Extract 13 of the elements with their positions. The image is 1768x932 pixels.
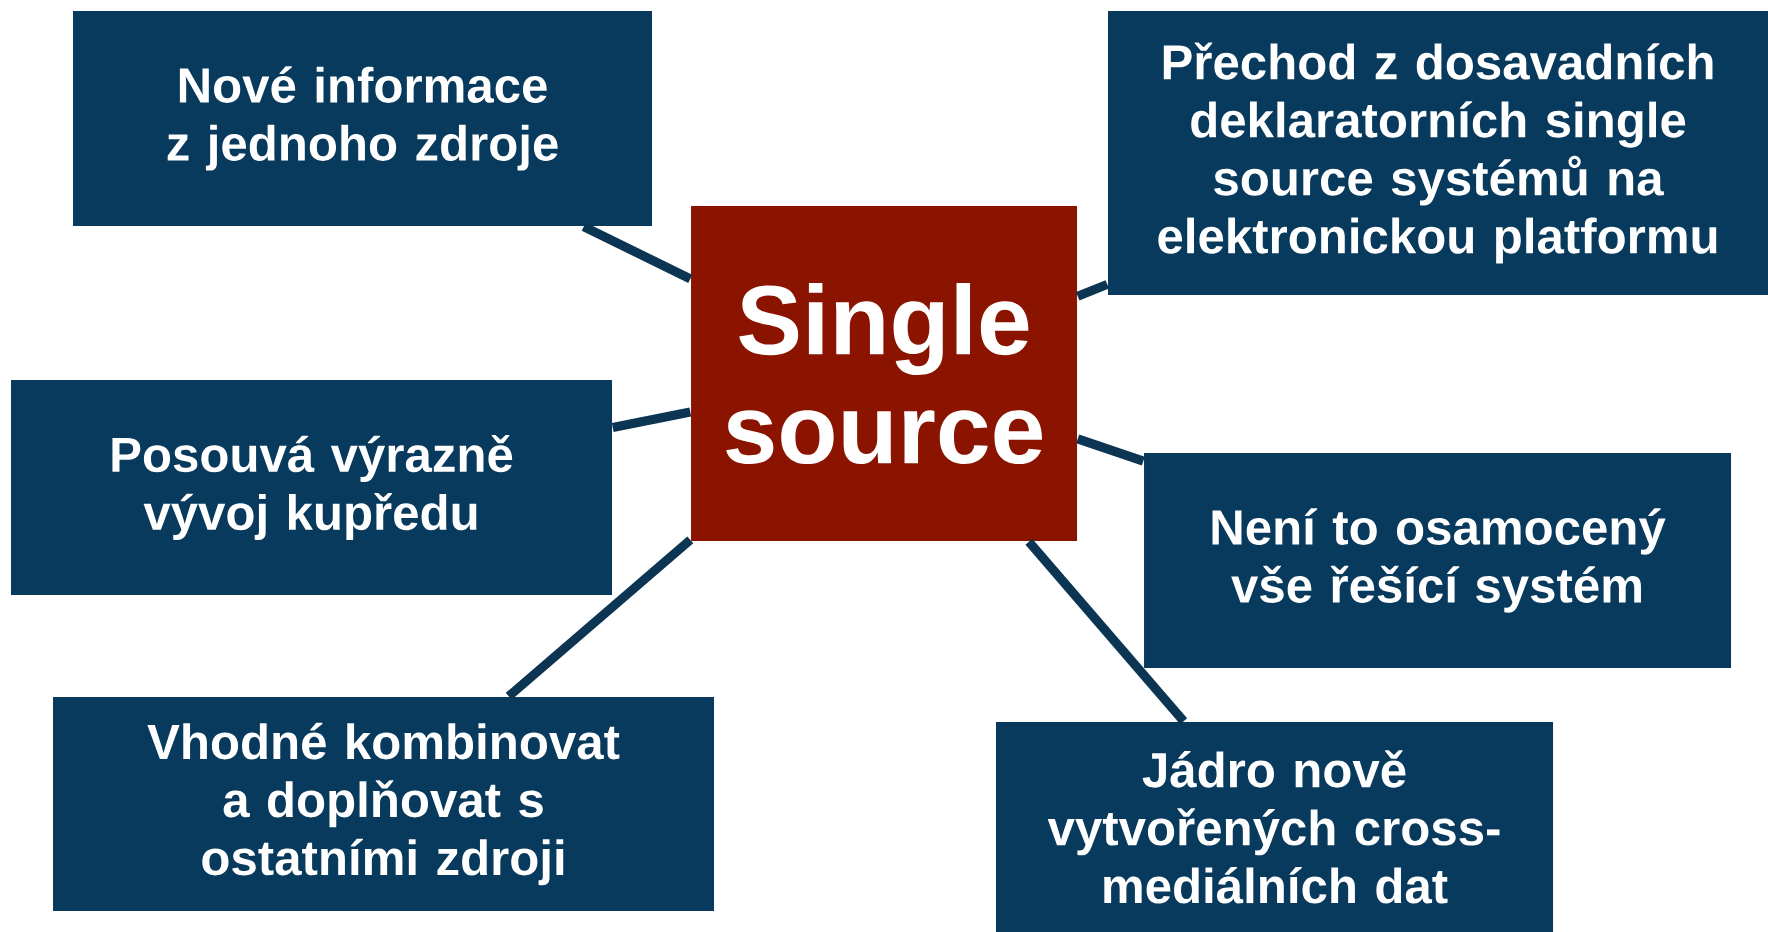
connector-line [1076,434,1145,466]
connector-line [581,222,693,283]
text-box: Nové informace z jednoho zdroje [73,11,652,226]
text-box: Není to osamocený vše řešící systém [1144,453,1732,668]
connector-line [505,536,694,700]
center-box: Single source [691,206,1078,541]
text-box: Posouvá výrazně vývoj kupředu [11,380,612,595]
text-box: Vhodné kombinovat a doplňovat s ostatními zdroji [53,697,714,911]
text-box: Jádro nově vytvořených cross-mediálních dat [996,722,1554,932]
connector-line [1025,538,1188,725]
connector-line [1076,280,1110,301]
text-box: Přechod z dosavadních deklaratorních single source systémů na elektronickou platformu [1108,11,1768,295]
connector-line [611,407,692,433]
